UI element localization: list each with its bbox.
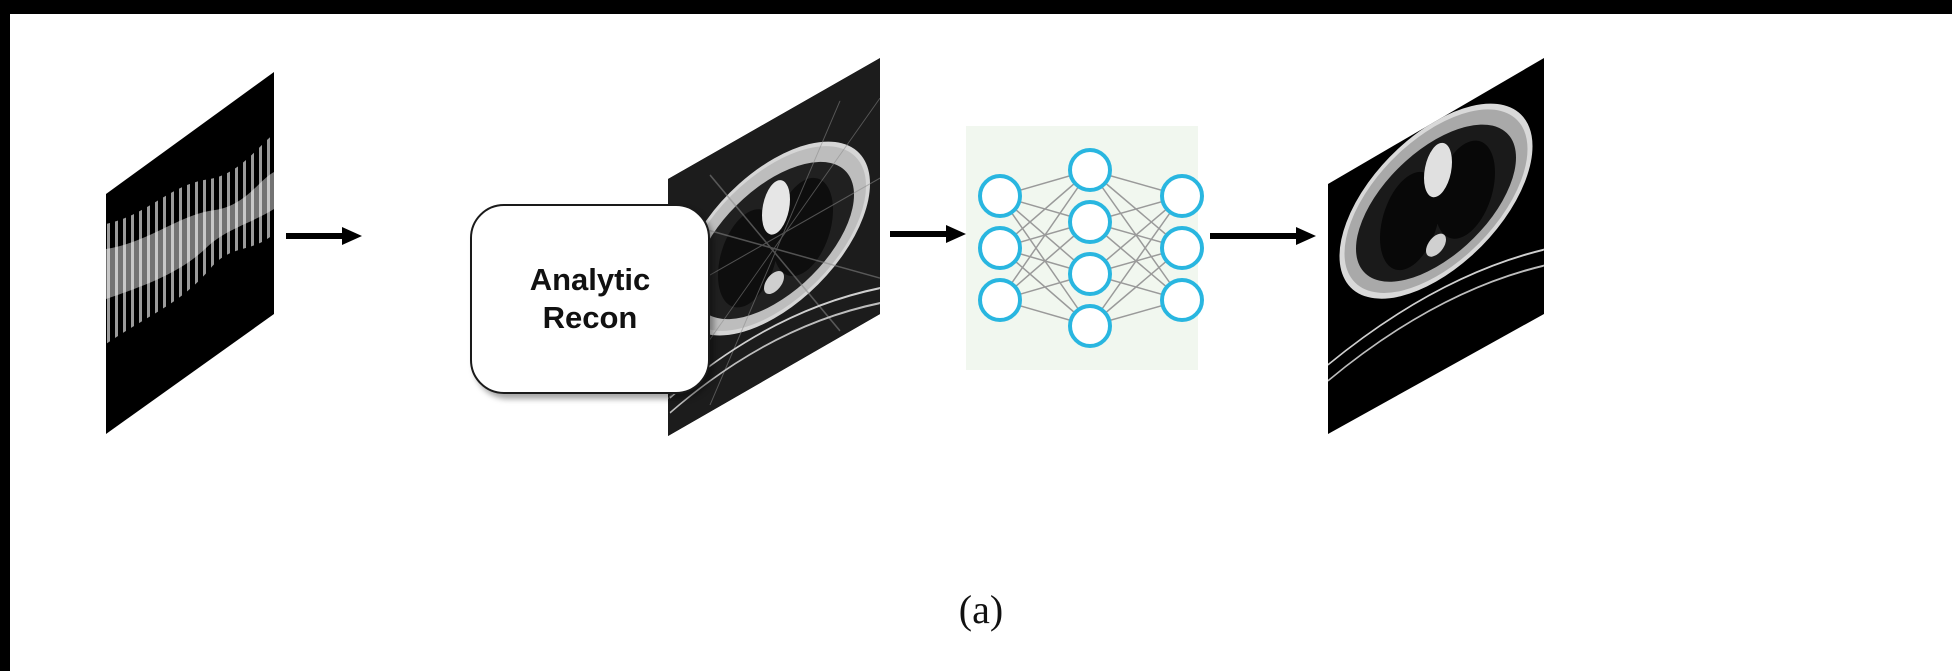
nn-node [1068,200,1112,244]
nn-node [1160,278,1204,322]
nn-node [1068,252,1112,296]
nn-edge [1089,195,1183,327]
neural-network [966,126,1204,370]
nn-node [978,174,1022,218]
nn-node [1068,148,1112,192]
sinogram-image [106,72,274,434]
nn-nodes [978,148,1204,348]
nn-node [1160,174,1204,218]
figure-canvas: Analytic Recon (a) [10,14,1952,671]
arrow-3 [890,225,966,243]
arrow-4 [1210,227,1316,245]
recon-label-line2: Recon [542,300,638,335]
nn-node [978,226,1022,270]
pipeline-diagram [106,58,1544,436]
figure-caption: (a) [958,587,1004,632]
recon-label-line1: Analytic [529,262,651,297]
nn-edge [999,169,1091,301]
nn-node [978,278,1022,322]
arrow-1 [286,227,362,245]
nn-node [1068,304,1112,348]
analytic-recon-box: Analytic Recon [470,204,710,394]
nn-node [1160,226,1204,270]
clean-ct-image [1328,58,1544,434]
